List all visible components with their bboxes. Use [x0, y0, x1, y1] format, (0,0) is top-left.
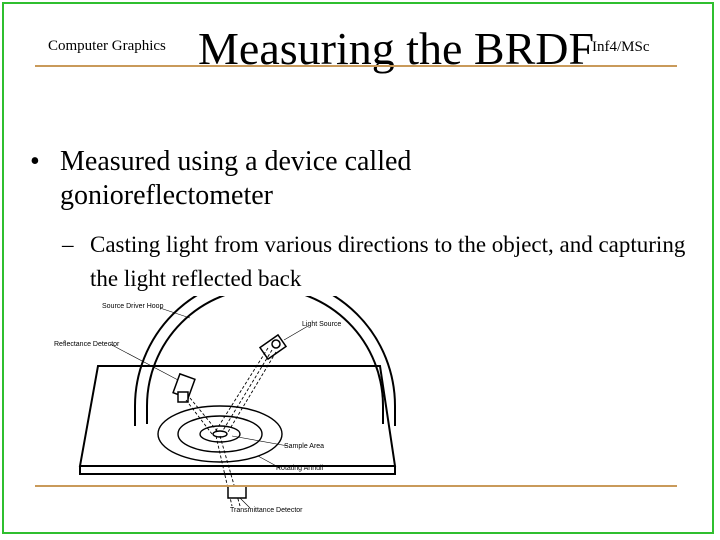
label-sample-area: Sample Area [284, 443, 324, 450]
program-label: Inf4/MSc [592, 39, 650, 55]
rotating-annuli [157, 405, 283, 463]
light-source-device [258, 333, 288, 361]
label-transmittance-detector: Transmittance Detector [230, 507, 303, 514]
slide-title: Measuring the BRDF [198, 23, 595, 74]
light-rays [185, 347, 277, 507]
gonioreflectometer-diagram: Source Driver Hoop Light Source Reflecta… [54, 296, 397, 514]
base-platform [78, 365, 397, 475]
course-label: Computer Graphics [48, 38, 166, 54]
bullet-dash: – [62, 232, 74, 257]
transmittance-detector-device [227, 485, 247, 499]
reflectance-detector-device [172, 372, 196, 403]
label-rotating-annuli: Rotating Annuli [276, 465, 324, 472]
bullet-text-1: Measured using a device called goniorefl… [60, 146, 412, 211]
bullet-text-2: Casting light from various directions to… [90, 232, 686, 291]
footer-rule [35, 485, 677, 487]
source-driver-hoop [134, 296, 396, 426]
label-light-source: Light Source [302, 321, 341, 328]
slide-frame [2, 2, 714, 534]
label-reflectance-detector: Reflectance Detector [54, 341, 120, 348]
label-source-driver-hoop: Source Driver Hoop [102, 303, 164, 310]
header-rule [35, 65, 677, 67]
label-leaders [109, 307, 309, 509]
bullet-dot: • [30, 146, 40, 177]
